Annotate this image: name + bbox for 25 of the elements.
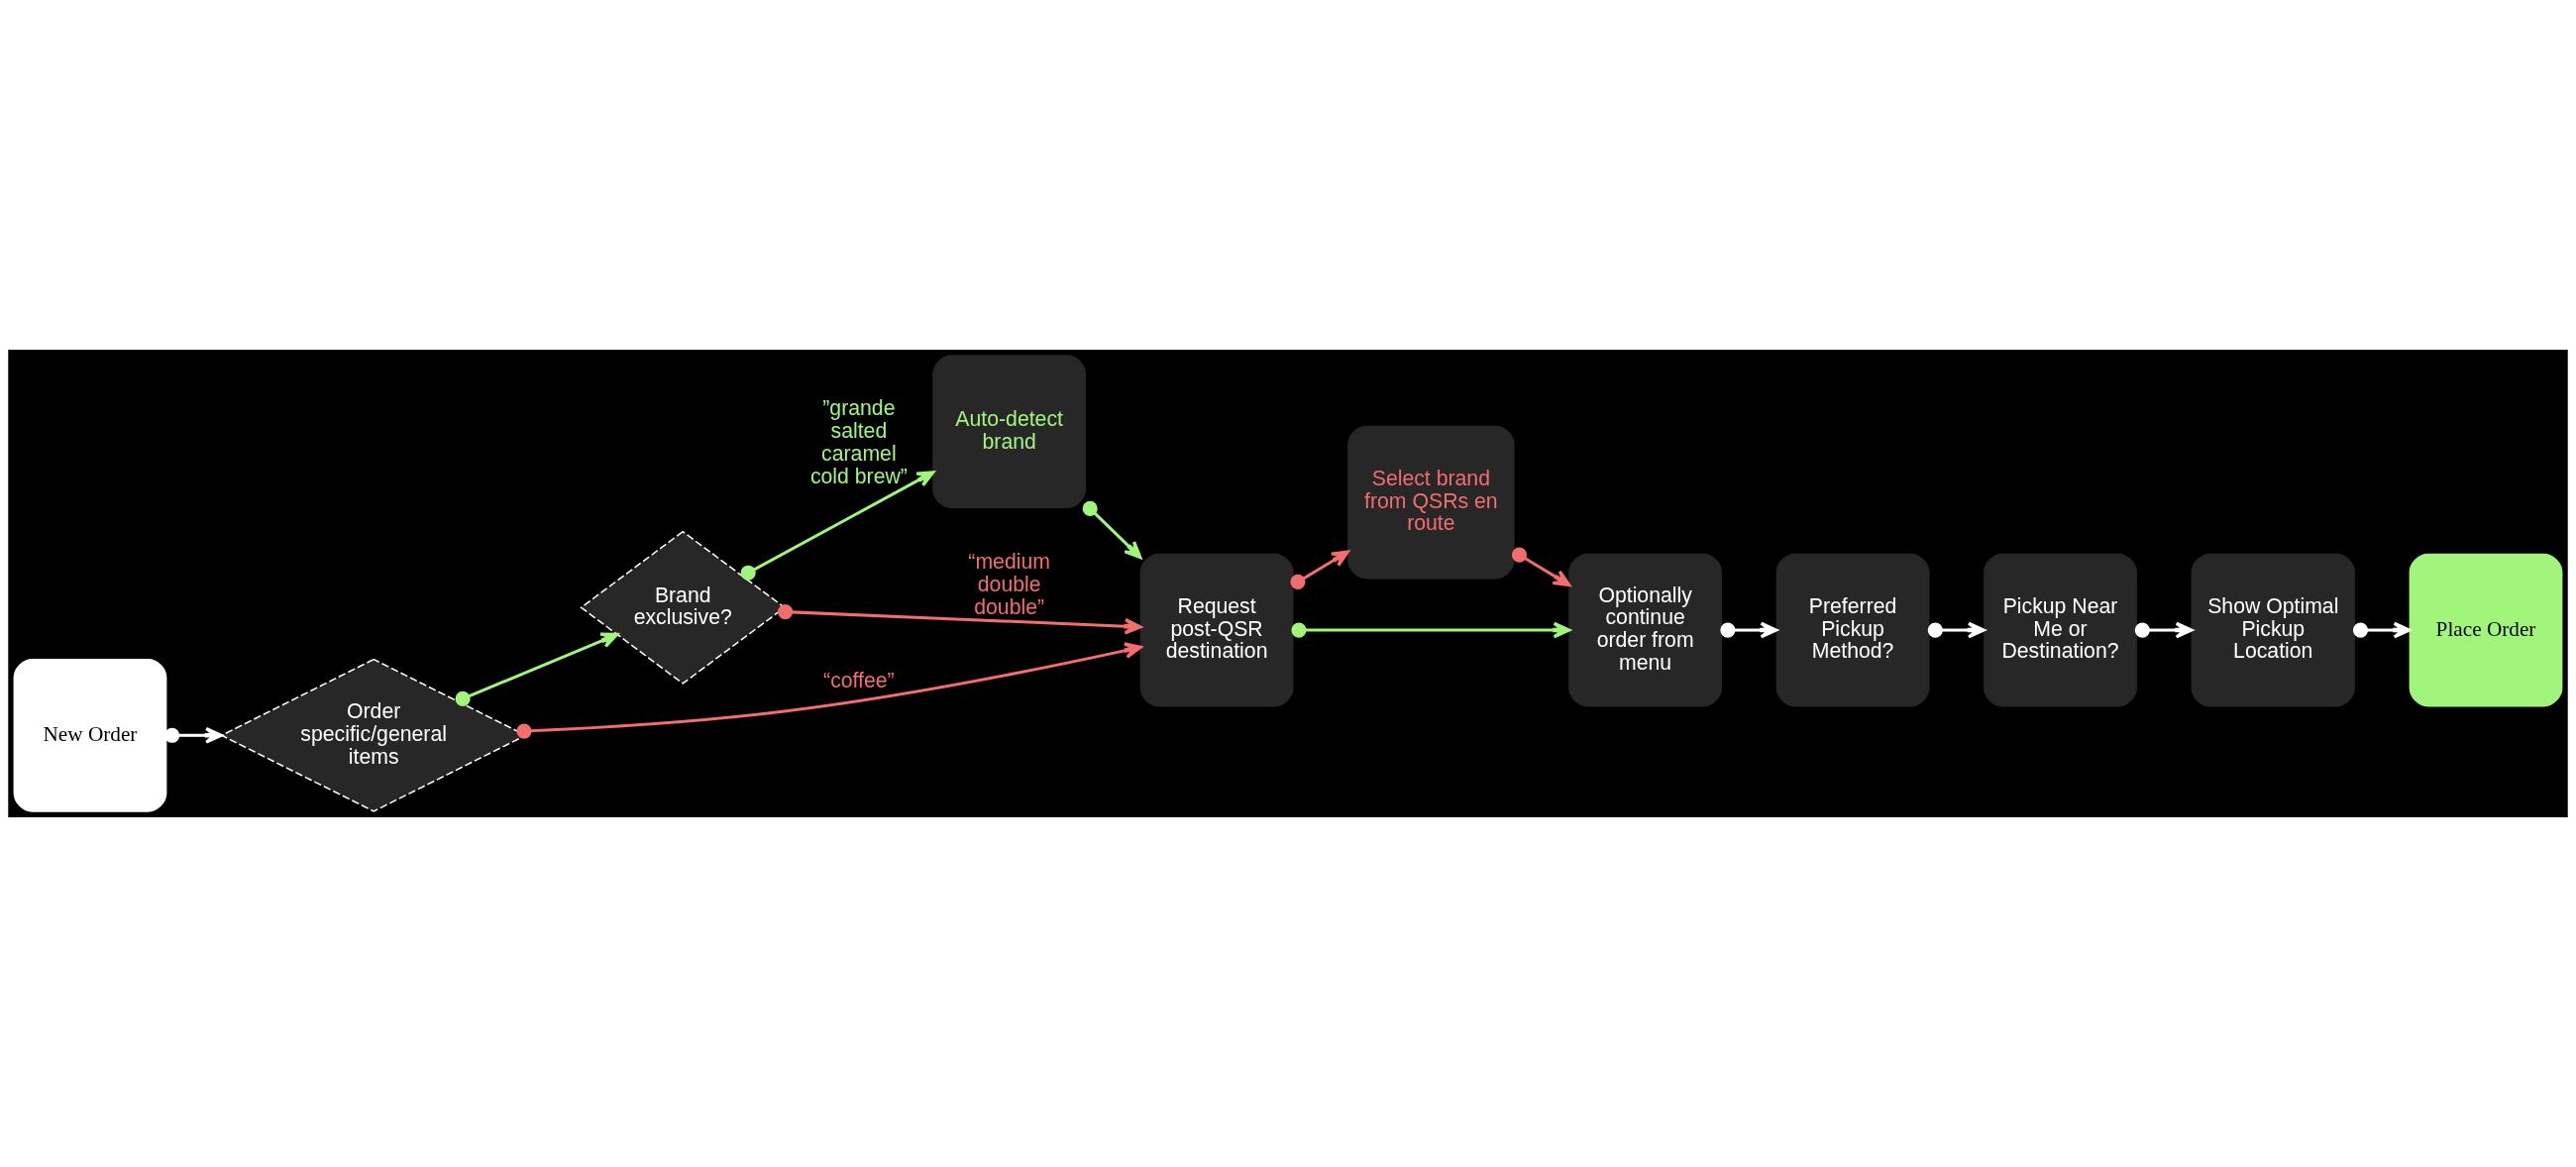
node-box: Place Order	[2409, 553, 2563, 707]
node-box: New Order	[13, 658, 167, 812]
arrow	[2134, 621, 2194, 639]
arrow	[1720, 621, 1778, 639]
edge-label: ”grande salted caramel cold brew”	[809, 396, 908, 488]
arrow	[164, 726, 223, 744]
arrow	[1082, 500, 1142, 560]
node-box: Pickup Near Me or Destination?	[1984, 553, 2137, 707]
node-box: Select brand from QSRs en route	[1347, 425, 1515, 580]
arrow	[1511, 547, 1571, 587]
arrow	[455, 632, 619, 706]
node-box: Preferred Pickup Method?	[1775, 553, 1930, 707]
node-box: Request post-QSR destination	[1139, 553, 1294, 707]
arrow	[2352, 621, 2412, 639]
edge-label: “coffee”	[823, 669, 895, 693]
node-box: Auto-detect brand	[932, 355, 1087, 509]
arrow	[1290, 550, 1349, 589]
node-box: Optionally continue order from menu	[1568, 553, 1723, 707]
edge-label: “medium double double”	[968, 550, 1050, 619]
arrow	[516, 642, 1142, 739]
arrow	[1927, 621, 1986, 639]
arrow	[740, 471, 935, 581]
arrow	[1291, 621, 1571, 639]
node-box: Show Optimal Pickup Location	[2191, 553, 2355, 707]
arrow	[778, 604, 1142, 635]
